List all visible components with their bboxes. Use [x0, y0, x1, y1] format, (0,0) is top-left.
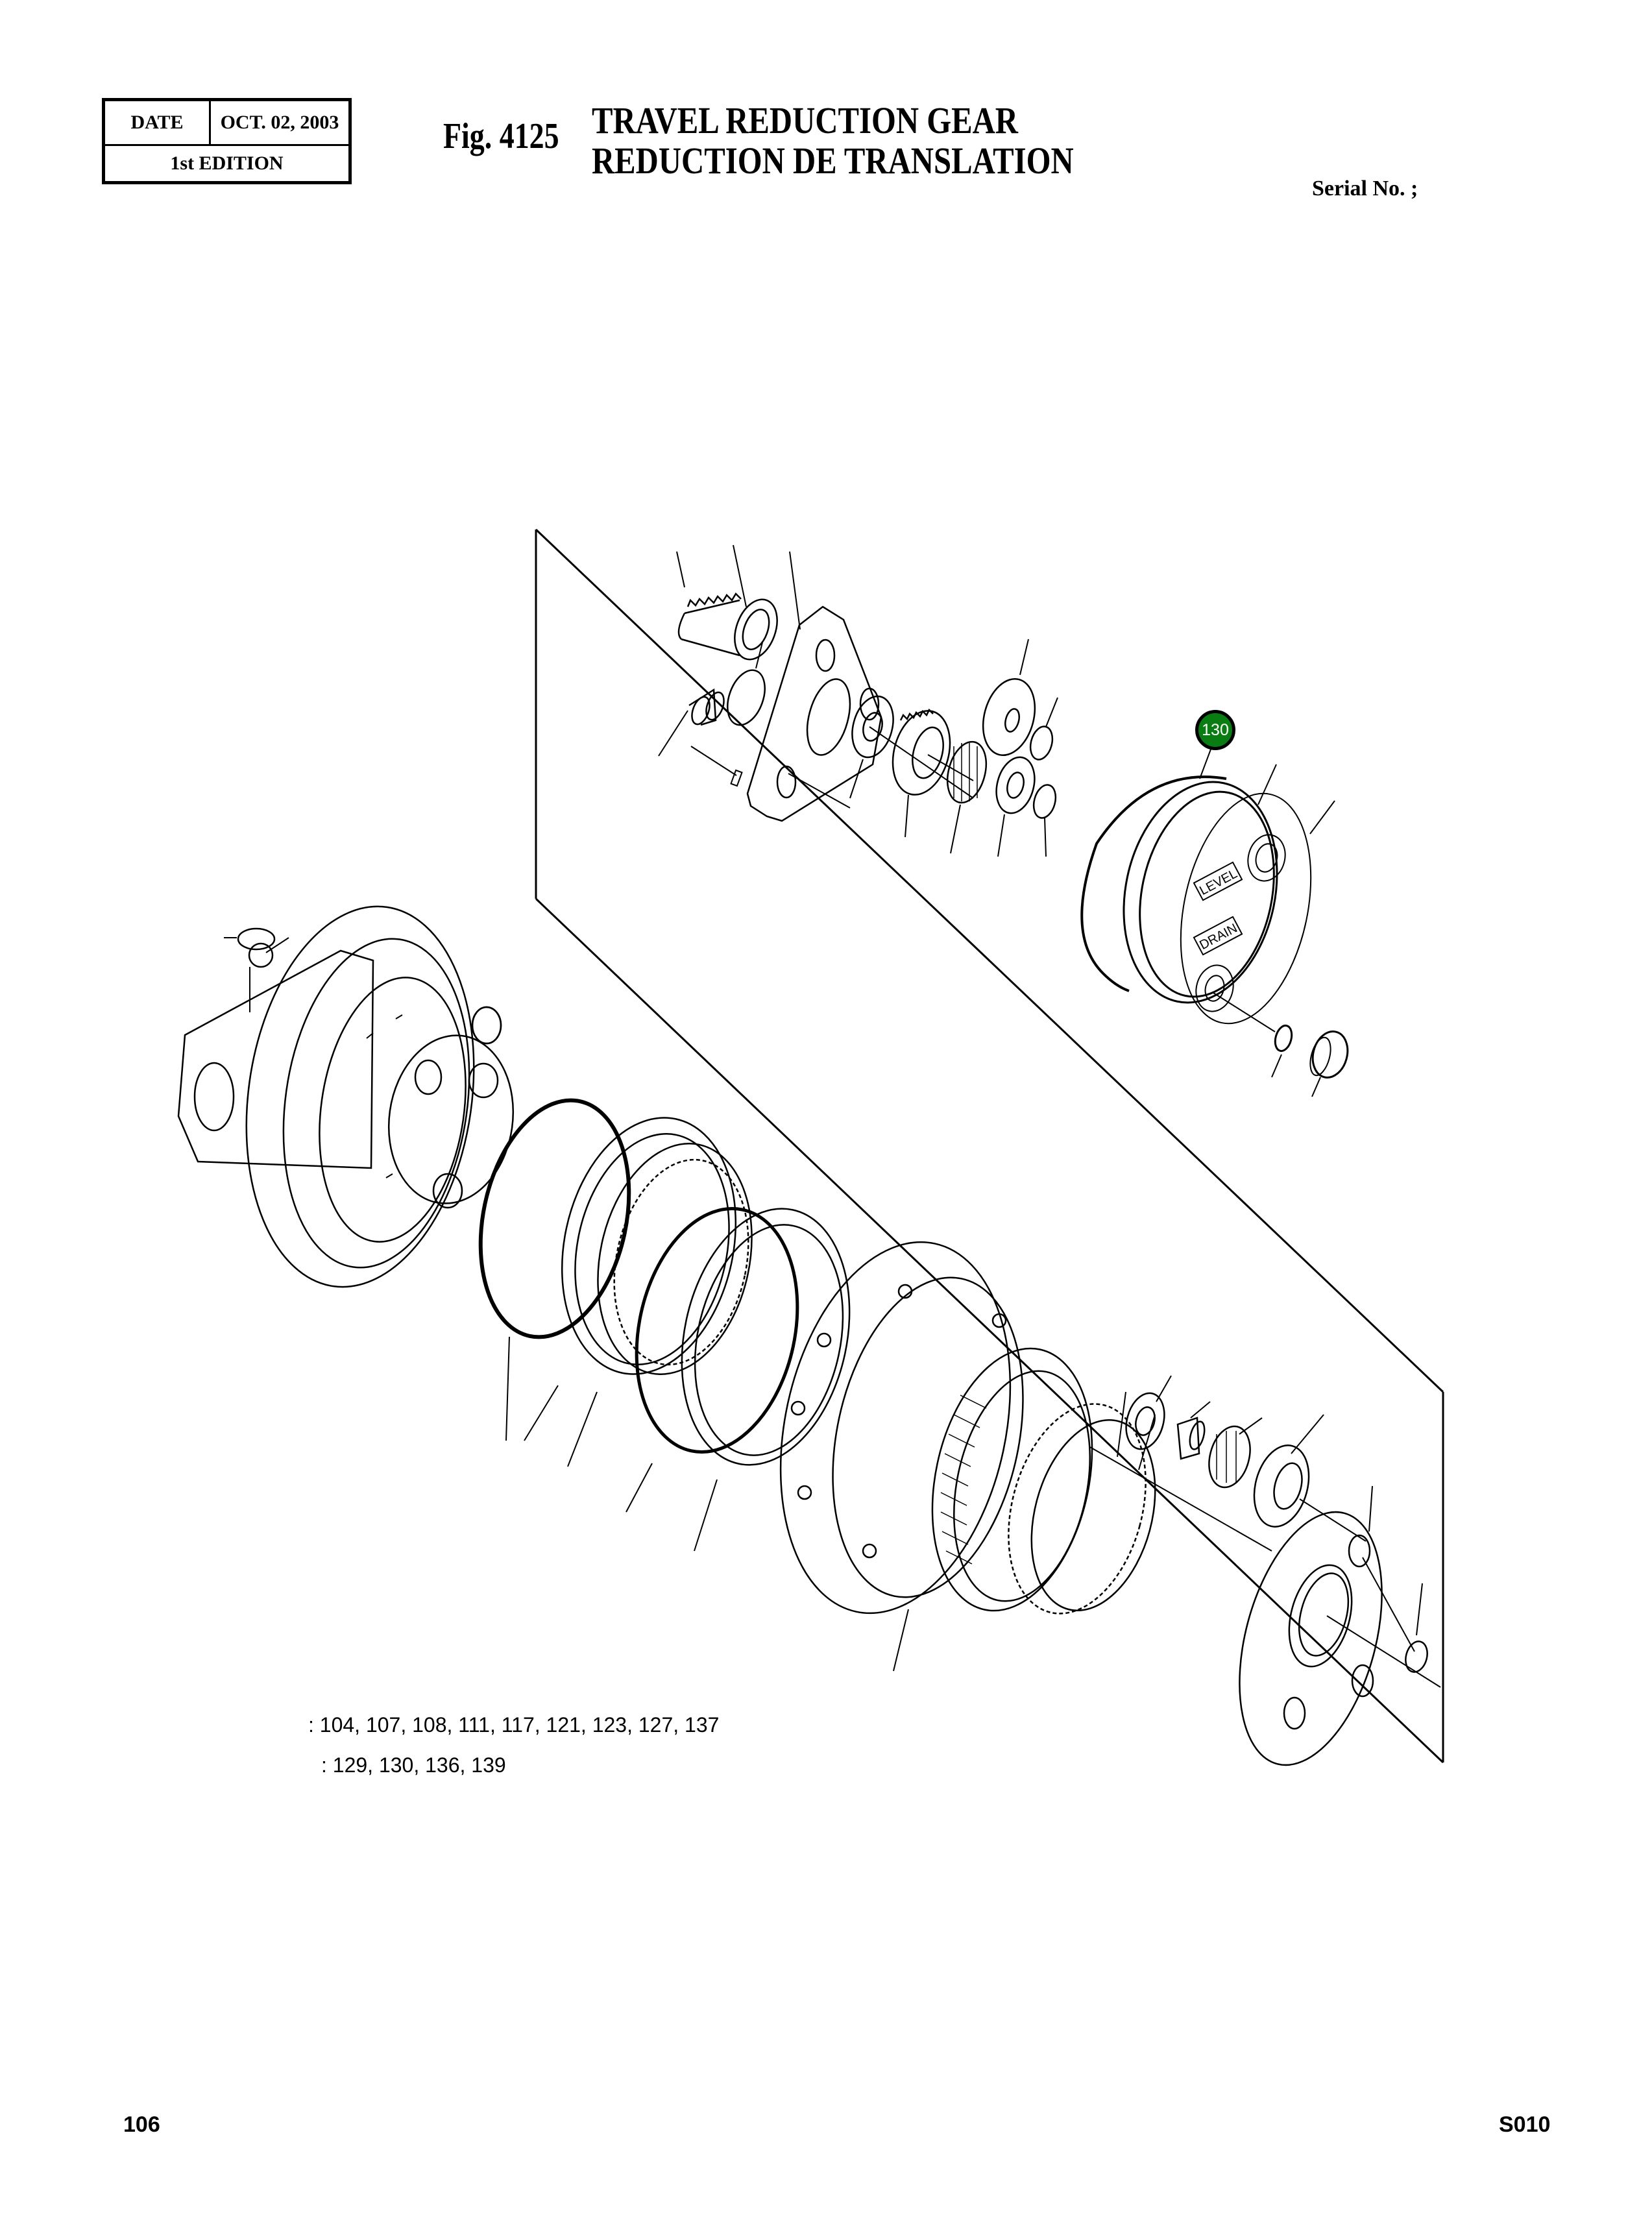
- pin-icon: [690, 746, 743, 787]
- upper-planet-gear-icon: [982, 639, 1036, 757]
- figure-number: Fig. 4125: [443, 116, 559, 156]
- thrust-washer-icon: [849, 695, 894, 799]
- drain-plug-icon: [1271, 1024, 1349, 1097]
- assembly-axis-lines: [788, 726, 1441, 1688]
- date-value: OCT. 02, 2003: [220, 112, 339, 133]
- thrust-washer-2-icon: [1125, 1375, 1172, 1450]
- callout-badge-130[interactable]: 130: [1195, 710, 1235, 750]
- main-bearing-icon: [567, 1143, 753, 1467]
- cover-130-icon: [1080, 747, 1335, 1032]
- date-label: DATE: [105, 101, 211, 144]
- travel-motor-icon: [177, 905, 515, 1288]
- seal-ring-icon: [681, 1208, 851, 1552]
- edition-label: 1st EDITION: [170, 152, 284, 174]
- serial-number-label: Serial No. ;: [1312, 177, 1418, 201]
- planet-gear-2-icon: [1253, 1414, 1324, 1528]
- planet-shaft-2-icon: [1176, 1401, 1211, 1460]
- svg-text:DRAIN: DRAIN: [1197, 921, 1239, 953]
- floating-seal-icon: [524, 1117, 737, 1441]
- legend-line-2: : 129, 130, 136, 139: [321, 1753, 506, 1777]
- planet-gear-icon: [892, 708, 951, 838]
- ring-gear-housing-icon: [779, 1241, 1093, 1672]
- level-plate-label: LEVEL: [1193, 861, 1243, 901]
- planet-shaft-icon: [658, 688, 725, 757]
- page-number: 106: [123, 2112, 160, 2137]
- drain-plate-label: DRAIN: [1193, 916, 1243, 956]
- legend-line-1: : 104, 107, 108, 111, 117, 121, 123, 127…: [308, 1713, 720, 1737]
- page-title-english: TRAVEL REDUCTION GEAR: [592, 99, 1018, 141]
- o-ring-2-icon: [626, 1206, 799, 1513]
- washer-icon: [995, 756, 1036, 857]
- edition-box-date-row: DATE OCT. 02, 2003: [105, 101, 348, 146]
- subassembly-frame: [535, 528, 1444, 1764]
- planet-carrier-plate-icon: [676, 551, 882, 822]
- sun-gear-icon: [677, 544, 778, 661]
- document-code: S010: [1499, 2112, 1551, 2137]
- needle-bearing-2-icon: [1208, 1417, 1263, 1489]
- page-title-french: REDUCTION DE TRANSLATION: [592, 140, 1074, 182]
- thrust-plate-icon: [1239, 1485, 1383, 1766]
- svg-text:LEVEL: LEVEL: [1197, 866, 1239, 898]
- retaining-ring-2-icon: [1405, 1583, 1428, 1673]
- o-ring-icon: [478, 1098, 631, 1441]
- edition-box: DATE OCT. 02, 2003 1st EDITION: [102, 98, 352, 184]
- snap-ring-icon: [727, 642, 766, 726]
- retaining-ring-icon: [1029, 697, 1058, 857]
- bearing-2-icon: [1008, 1391, 1156, 1615]
